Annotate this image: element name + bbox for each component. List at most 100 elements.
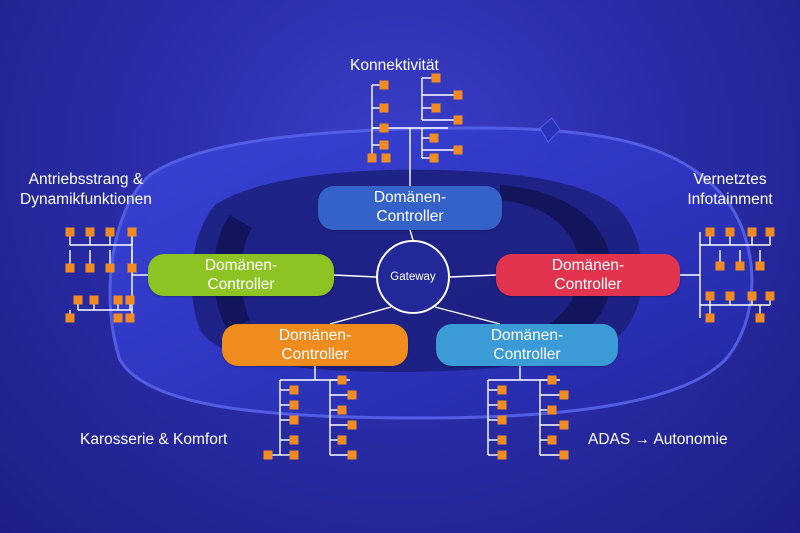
controller-konnektivitaet-line2: Controller [376,208,444,225]
gateway-node: Gateway [376,240,450,314]
ecu-node-15 [105,227,115,237]
controller-karosserie-line1: Domänen- [278,327,352,344]
ecu-node-32 [715,261,725,271]
controller-konnektivitaet: Domänen- Controller [318,186,502,230]
label-antrieb-line1: Antriebsstrang & [28,171,144,188]
label-karosserie: Karosserie & Komfort [80,430,227,450]
spoke-top [409,229,414,241]
ecu-node-61 [559,420,569,430]
ecu-node-39 [705,313,715,323]
label-infotainment-line2: Infotainment [687,191,773,208]
ecu-node-42 [289,400,299,410]
spoke-bottom-left [329,306,392,325]
ecu-node-12 [429,153,439,163]
ecu-node-30 [747,227,757,237]
ecu-node-40 [755,313,765,323]
label-karosserie-text: Karosserie & Komfort [80,431,228,448]
spoke-right [449,274,497,278]
controller-infotainment-line1: Domänen- [551,257,625,274]
gateway-label: Gateway [390,271,436,283]
label-adas: ADAS → Autonomie [588,430,728,450]
controller-karosserie: Domänen- Controller [222,324,408,366]
label-konnektivitaet-text: Konnektivität [350,57,439,74]
controller-adas-line1: Domänen- [490,327,564,344]
label-antrieb: Antriebsstrang & Dynamikfunktionen [20,170,152,210]
ecu-node-7 [453,90,463,100]
ecu-node-63 [559,450,569,460]
ecu-node-35 [705,291,715,301]
ecu-node-18 [85,263,95,273]
ecu-node-11 [453,145,463,155]
wiring [65,73,775,460]
ecu-node-0 [379,80,389,90]
ecu-node-50 [347,420,357,430]
spoke-bottom-right [434,306,501,325]
ecu-node-45 [289,450,299,460]
ecu-node-3 [379,140,389,150]
label-adas-text: ADAS → Autonomie [588,431,728,448]
label-konnektivitaet: Konnektivität [350,56,439,76]
label-antrieb-line2: Dynamikfunktionen [20,191,152,208]
controller-infotainment-line2: Controller [554,276,622,293]
ecu-node-52 [347,450,357,460]
ecu-node-51 [337,435,347,445]
ecu-node-19 [105,263,115,273]
ecu-node-10 [429,133,439,143]
ecu-node-58 [547,375,557,385]
ecu-node-62 [547,435,557,445]
ecu-node-29 [725,227,735,237]
ecu-node-59 [559,390,569,400]
ecu-node-38 [765,291,775,301]
ecu-node-28 [705,227,715,237]
ecu-node-5 [367,153,377,163]
ecu-node-41 [289,385,299,395]
ecu-node-33 [735,261,745,271]
controller-antrieb-line1: Domänen- [204,257,278,274]
car-windshield [500,185,612,345]
car-mirror [539,117,561,143]
ecu-node-4 [381,153,391,163]
ecu-node-26 [125,295,135,305]
ecu-node-48 [347,390,357,400]
ecu-node-2 [379,123,389,133]
controller-antrieb: Domänen- Controller [148,254,334,296]
ecu-node-27 [125,313,135,323]
ecu-node-25 [113,313,123,323]
ecu-node-44 [289,435,299,445]
ecu-node-20 [127,263,137,273]
controller-antrieb-line2: Controller [207,276,275,293]
ecu-node-9 [453,115,463,125]
label-infotainment-line1: Vernetztes [693,171,767,188]
spoke-left [333,274,377,278]
ecu-node-22 [89,295,99,305]
ecu-node-57 [497,450,507,460]
ecu-node-55 [497,415,507,425]
controller-karosserie-line2: Controller [281,346,349,363]
controller-infotainment: Domänen- Controller [496,254,680,296]
ecu-node-31 [765,227,775,237]
ecu-node-53 [497,385,507,395]
ecu-node-56 [497,435,507,445]
ecu-node-43 [289,415,299,425]
ecu-node-37 [747,291,757,301]
ecu-node-54 [497,400,507,410]
ecu-node-36 [725,291,735,301]
ecu-node-6 [431,73,441,83]
ecu-node-46 [263,450,273,460]
ecu-node-8 [431,103,441,113]
ecu-node-24 [113,295,123,305]
controller-konnektivitaet-line1: Domänen- [373,189,447,206]
ecu-node-1 [379,103,389,113]
label-infotainment: Vernetztes Infotainment [680,170,780,210]
ecu-node-23 [65,313,75,323]
ecu-node-13 [65,227,75,237]
ecu-node-47 [337,375,347,385]
ecu-node-21 [73,295,83,305]
ecu-node-34 [755,261,765,271]
ecu-node-14 [85,227,95,237]
ecu-node-16 [127,227,137,237]
ecu-node-49 [337,405,347,415]
controller-adas-line2: Controller [493,346,561,363]
controller-adas: Domänen- Controller [436,324,618,366]
